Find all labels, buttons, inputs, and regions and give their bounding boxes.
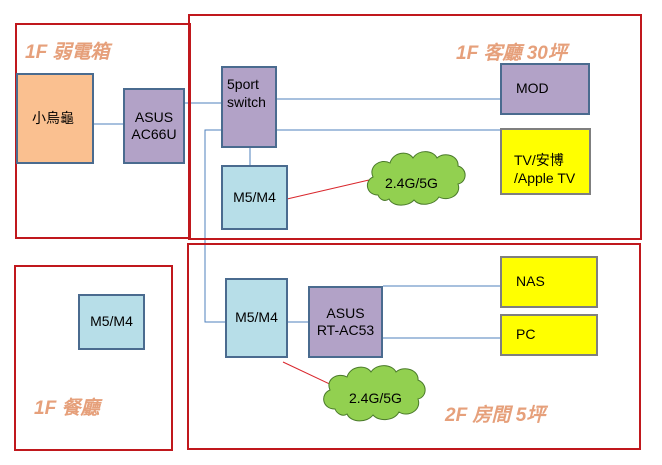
mesh-dining-node: M5/M4 — [78, 294, 145, 350]
switch-label: 5port switch — [227, 76, 266, 110]
wifi-cloud-room — [323, 365, 426, 422]
router-rt-ac53-label: ASUS RT-AC53 — [316, 304, 375, 339]
wireless-link-room — [282, 361, 337, 388]
zone-living-label: 1F 客廳 30坪 — [456, 43, 567, 64]
mesh-living-label: M5/M4 — [233, 188, 276, 205]
mesh-dining-label: M5/M4 — [90, 313, 133, 330]
wire-switch-mesh-room — [204, 129, 226, 323]
nas-node: NAS — [500, 256, 598, 308]
wireless-link-living — [286, 179, 370, 200]
router-ac66u-node: ASUS AC66U — [123, 88, 185, 164]
zone-room-2f: 2F 房間 5坪 — [187, 243, 641, 450]
wifi-cloud-living-label: 2.4G/5G — [385, 175, 438, 191]
mod-label: MOD — [516, 80, 549, 97]
zone-dining-label: 1F 餐廳 — [34, 398, 100, 419]
wifi-cloud-room-label: 2.4G/5G — [349, 390, 402, 406]
wifi-cloud-living — [366, 151, 466, 206]
mesh-room-node: M5/M4 — [225, 278, 288, 358]
mesh-living-node: M5/M4 — [221, 165, 288, 230]
router-ac66u-label: ASUS AC66U — [131, 108, 177, 143]
pc-label: PC — [516, 326, 536, 343]
modem-label: 小烏龜 — [32, 109, 74, 126]
modem-node: 小烏龜 — [16, 73, 94, 164]
router-rt-ac53-node: ASUS RT-AC53 — [308, 286, 383, 358]
nas-label: NAS — [516, 273, 545, 290]
zone-room-label: 2F 房間 5坪 — [445, 405, 546, 426]
switch-node: 5port switch — [221, 66, 277, 148]
zone-utility-label: 1F 弱電箱 — [25, 42, 110, 63]
mesh-room-label: M5/M4 — [235, 309, 278, 326]
pc-node: PC — [500, 314, 598, 356]
zone-living-room: 1F 客廳 30坪 — [188, 14, 642, 240]
tv-node: TV/安博 /Apple TV — [500, 128, 591, 195]
mod-node: MOD — [500, 63, 590, 115]
zone-dining-room: 1F 餐廳 — [14, 265, 173, 451]
tv-label: TV/安博 /Apple TV — [514, 152, 576, 186]
